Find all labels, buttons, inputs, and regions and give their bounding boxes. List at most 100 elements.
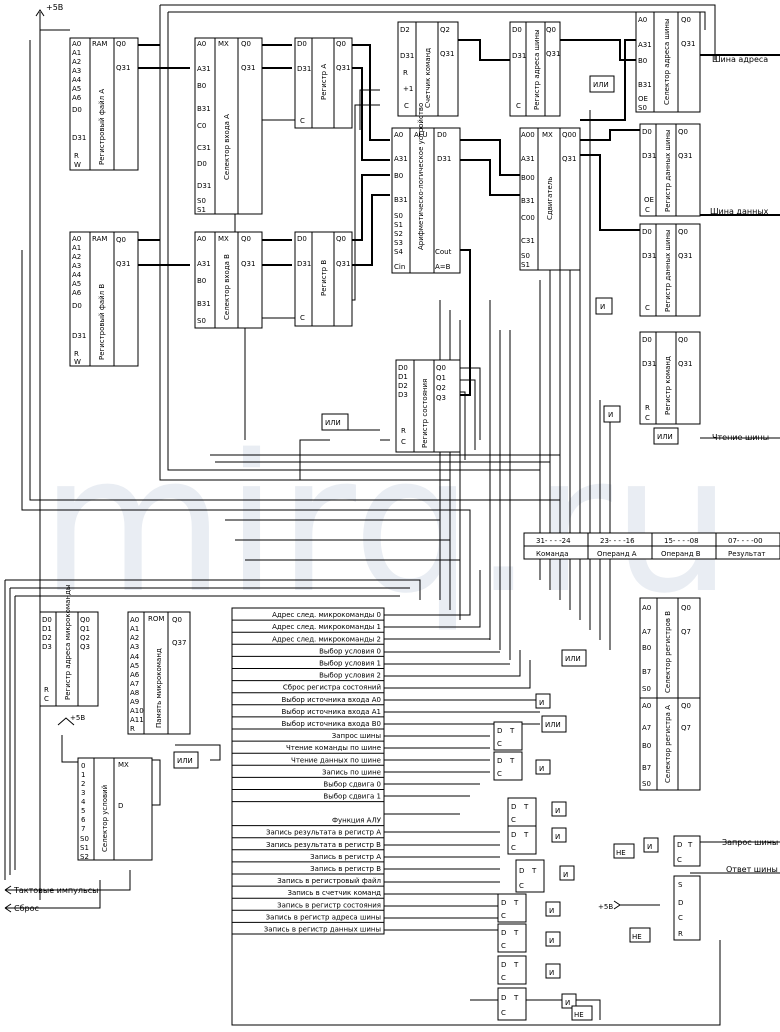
bus-address-selector: A0 A31 B0 B31 OE S0 Q0 Q31 Селектор адре… [635,11,701,113]
svg-text:Cout: Cout [435,248,452,256]
svg-text:R: R [403,69,408,77]
svg-text:A8: A8 [130,689,139,697]
svg-text:S0: S0 [638,104,647,112]
svg-text:Регистр данных шины: Регистр данных шины [664,129,672,212]
svg-text:D: D [501,961,506,969]
svg-text:D: D [511,803,516,811]
instruction-format: 31- - - -24 23- - - -16 15- - - -08 07- … [523,532,780,560]
svg-text:D: D [677,841,682,849]
svg-text:T: T [523,803,529,811]
microcommand-field: Запись в регистр A [310,853,381,861]
svg-text:D: D [519,867,524,875]
svg-text:Q2: Q2 [440,26,450,34]
microcommand-field: Запись результата в регистр A [266,829,381,837]
svg-text:B31: B31 [197,300,211,308]
svg-text:OE: OE [644,196,654,204]
svg-text:S0: S0 [394,212,403,220]
svg-text:Q0: Q0 [336,235,346,243]
svg-text:Q31: Q31 [116,64,130,72]
bus-data-register-2: D0 D31 C Q0 Q31 Регистр данных шины [639,223,701,317]
svg-text:И: И [549,969,554,977]
svg-text:A4: A4 [72,76,82,84]
svg-text:2: 2 [81,780,85,788]
microcommand-field: Запись в счетчик команд [288,889,382,897]
svg-text:C: C [300,117,305,125]
clock-label: Тактовые импульсы [13,886,98,895]
svg-text:C: C [501,1009,506,1017]
svg-text:A6: A6 [72,289,82,297]
selector-input-a: MX A0 A31 B0 B31 C0 C31 D0 D31 S0 S1 Q0 … [194,37,263,215]
svg-text:W: W [74,161,81,169]
svg-text:Q31: Q31 [678,360,692,368]
svg-text:6: 6 [81,816,86,824]
svg-text:D: D [501,929,506,937]
svg-text:A2: A2 [72,58,81,66]
svg-text:Q0: Q0 [681,604,691,612]
svg-text:A00: A00 [521,131,535,139]
field-name-operand-a: Операнд A [597,550,637,558]
svg-text:D0: D0 [197,160,207,168]
svg-text:D31: D31 [642,360,656,368]
svg-text:D31: D31 [72,134,86,142]
register-file-b: RAM A0 A1 A2 A3 A4 A5 A6 D0 D31 R W Q0 Q… [69,231,139,367]
svg-text:Регистр команд: Регистр команд [664,356,672,415]
svg-text:T: T [509,757,515,765]
microcommand-field: Выбор источника входа A0 [281,696,381,704]
microcommand-field: Выбор условия 1 [319,660,381,668]
svg-text:И: И [549,907,554,915]
svg-text:D: D [118,802,123,810]
svg-text:Q0: Q0 [436,364,446,372]
field-name-command: Команда [536,550,569,558]
bus-response-label: Ответ шины [726,865,778,874]
svg-text:Селектор условий: Селектор условий [101,785,109,852]
svg-text:B0: B0 [394,172,403,180]
svg-text:R: R [74,152,79,160]
svg-text:D2: D2 [400,26,410,34]
svg-text:ИЛИ: ИЛИ [565,655,581,663]
svg-text:B00: B00 [521,174,535,182]
microcommand-field: Выбор сдвига 0 [323,781,381,789]
and-gate-data-reg: И [595,297,613,315]
svg-text:1: 1 [81,771,85,779]
svg-text:MX: MX [542,131,553,139]
svg-text:Q31: Q31 [440,50,454,58]
svg-text:НЕ: НЕ [632,933,642,941]
microcommand-field: Запись в регистр состояния [277,901,381,909]
svg-text:ИЛИ: ИЛИ [657,433,673,441]
svg-text:И: И [555,833,560,841]
svg-text:B31: B31 [394,196,408,204]
svg-text:D: D [497,727,502,735]
svg-text:D: D [501,994,506,1002]
svg-text:C: C [501,912,506,920]
svg-text:Регистр B: Регистр B [320,260,328,296]
svg-text:Селектор входа A: Селектор входа A [223,114,231,180]
svg-text:D0: D0 [72,106,82,114]
svg-text:D0: D0 [72,302,82,310]
svg-text:A2: A2 [72,253,81,261]
microcommand-field: Запись в регистр B [310,865,381,873]
svg-text:Регистр данных шины: Регистр данных шины [664,229,672,312]
svg-text:A4: A4 [130,653,140,661]
svg-text:D31: D31 [642,152,656,160]
svg-text:C: C [516,102,521,110]
svg-text:R: R [645,404,650,412]
svg-text:B0: B0 [197,277,206,285]
svg-text:Q0: Q0 [241,40,251,48]
svg-text:B31: B31 [638,81,652,89]
svg-text:C31: C31 [521,237,535,245]
svg-text:Q31: Q31 [336,64,350,72]
svg-text:Q31: Q31 [678,252,692,260]
svg-text:C: C [511,816,516,824]
svg-text:ИЛИ: ИЛИ [593,81,609,89]
svg-text:T: T [513,899,519,907]
power-label-micro: +5В [70,714,85,722]
reset-label: Сброс [14,904,39,913]
svg-text:5: 5 [81,807,85,815]
svg-text:A0: A0 [642,604,651,612]
svg-text:Q0: Q0 [678,228,688,236]
svg-text:Регистровый файл B: Регистровый файл B [98,284,106,360]
svg-text:Регистр состояния: Регистр состояния [421,379,429,448]
svg-text:A2: A2 [130,634,139,642]
svg-text:A4: A4 [72,271,82,279]
